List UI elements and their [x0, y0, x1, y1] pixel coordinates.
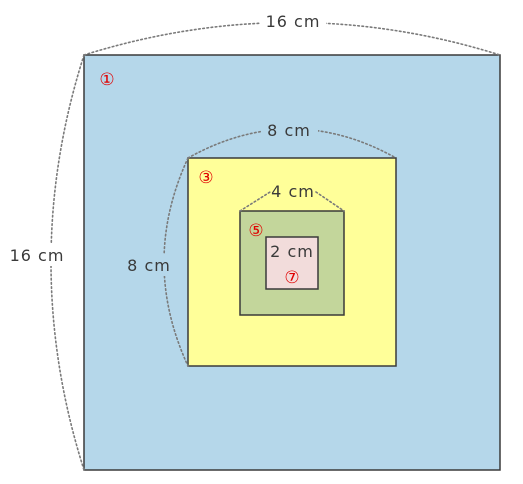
label-bg-side-8	[122, 254, 176, 276]
top-dimension-8: 8 cm	[267, 121, 311, 140]
inner-dimension-2: 2 cm	[270, 242, 314, 261]
side-dimension-8: 8 cm	[127, 256, 171, 275]
dimension-lines-top-4	[239, 191, 345, 212]
number-3-label: ③	[198, 168, 213, 188]
top-dimension-16: 16 cm	[266, 12, 321, 31]
label-bg-side-16	[5, 244, 67, 266]
label-bg-top-16	[260, 10, 326, 32]
side-dimension-16: 16 cm	[10, 246, 65, 265]
square-7	[265, 236, 319, 290]
number-7-label: ⑦	[284, 268, 299, 288]
number-5-label: ⑤	[248, 221, 263, 241]
label-bg-top-8	[262, 120, 318, 142]
dimension-arc-side-8	[163, 157, 189, 367]
number-1-label: ①	[99, 70, 114, 90]
top-dimension-4: 4 cm	[271, 182, 315, 201]
